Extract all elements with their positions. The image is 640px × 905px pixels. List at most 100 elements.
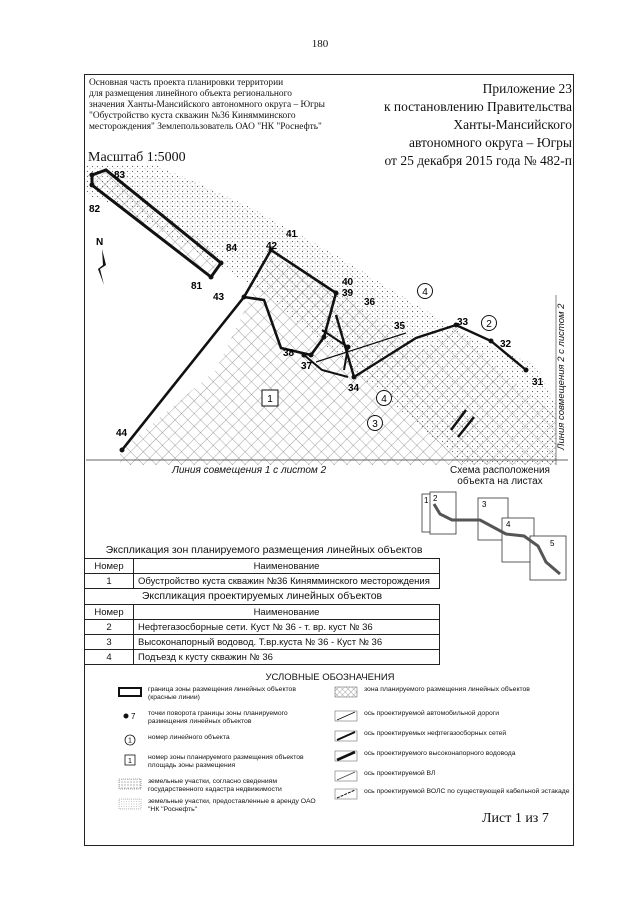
scheme-sheet-number: 4: [506, 520, 511, 529]
point-label: 36: [364, 297, 376, 308]
planned-zone-area: [86, 170, 221, 275]
legend-text: земельные участки, предоставленные в аре…: [148, 798, 316, 813]
legend-text: ось проектируемой автомобильной дороги: [364, 710, 500, 717]
legend-item: земельные участки, предоставленные в аре…: [118, 798, 318, 814]
zone-number: 1: [267, 394, 273, 405]
road-symbol: [334, 710, 358, 722]
point-label: 40: [342, 277, 354, 288]
legend-text: ось проектируемых нефтегазосборных сетей: [364, 730, 507, 737]
point-label: 41: [286, 229, 298, 240]
legend-text: ось проектируемого высоконапорного водов…: [364, 750, 516, 757]
legend-item: зона планируемого размещения линейных об…: [334, 686, 570, 698]
fiber-symbol: [334, 788, 358, 800]
table-cell: Подъезд к кусту скважин № 36: [133, 649, 440, 665]
object-number: 4: [381, 394, 387, 405]
map-sheet-frame: [84, 74, 574, 846]
turn-point-symbol: 7: [123, 712, 136, 721]
point-label: 82: [89, 204, 101, 215]
legend-text: зона планируемого размещения линейных об…: [364, 686, 530, 693]
cadastre-symbol: [118, 778, 142, 790]
point-label: 43: [213, 292, 225, 303]
object-marker: 4: [417, 283, 433, 299]
legend-item: 7 точки поворота границы зоны планируемо…: [118, 710, 318, 726]
legend-text: точки поворота границы зоны планируемого…: [148, 710, 288, 725]
object-number: 4: [422, 287, 428, 298]
legend-text: номер линейного объекта: [148, 734, 230, 741]
point-label: 31: [532, 377, 544, 388]
column-header: Наименование: [133, 604, 440, 620]
zone-number-symbol: 1: [124, 754, 136, 766]
map-scale: Масштаб 1:5000: [88, 150, 186, 165]
table-row: 1 Обустройство куста скважин №36 Кинямми…: [84, 573, 440, 589]
object-marker: 3: [367, 415, 383, 431]
column-header: Номер: [84, 558, 134, 574]
power-line-symbol: [334, 770, 358, 782]
legend-text: земельные участки, согласно сведениям го…: [148, 778, 282, 793]
legend-title: УСЛОВНЫЕ ОБОЗНАЧЕНИЯ: [265, 672, 395, 683]
point-label: 81: [191, 281, 203, 292]
point-label: 38: [283, 348, 295, 359]
zone-number-marker: 1: [261, 389, 279, 407]
appendix-line: к постановлению Правительства: [383, 99, 572, 114]
scheme-title: Схема расположения объекта на листах: [450, 465, 550, 487]
zones-table-title: Экспликация зон планируемого размещения …: [105, 544, 423, 556]
objects-table: Номер Наименование 2 Нефтегазосборные се…: [84, 604, 440, 665]
legend-item: 1 номер линейного объекта: [118, 734, 318, 746]
zone-number-sample: 1: [128, 758, 132, 765]
table-header-row: Номер Наименование: [84, 604, 440, 620]
table-cell: Высоконапорный водовод. Т.вр.куста № 36 …: [133, 634, 440, 650]
scheme-sheet-number: 1: [424, 496, 429, 505]
point-label: 83: [114, 170, 126, 181]
legend-item: ось проектируемой ВЛ: [334, 770, 570, 782]
zone-boundary: [334, 314, 527, 379]
scheme-sheet-number: 5: [550, 539, 555, 548]
legend-text: ось проектируемой ВЛ: [364, 770, 436, 777]
planned-zone-area: [120, 255, 556, 465]
legend-text: ось проектируемой ВОЛС по существующей к…: [364, 788, 570, 795]
water-symbol: [334, 750, 358, 762]
object-number: 2: [486, 319, 492, 330]
project-line: Основная часть проекта планировки террит…: [89, 78, 284, 88]
appendix-header: Приложение 23 к постановлению Правительс…: [340, 80, 572, 170]
project-line: "Обустройство куста скважин №36 Киняммин…: [89, 111, 296, 121]
project-description: Основная часть проекта планировки террит…: [89, 78, 339, 133]
pipeline-axis: [450, 409, 467, 431]
legend-item: граница зоны размещения линейных объекто…: [118, 686, 318, 702]
point-label: 42: [266, 241, 278, 252]
legend-item: ось проектируемой автомобильной дороги: [334, 710, 570, 722]
north-arrow-icon: [98, 249, 106, 285]
legend-item: ось проектируемых нефтегазосборных сетей: [334, 730, 570, 742]
oil-gas-symbol: [334, 730, 358, 742]
legend-text: номер зоны планируемого размещения объек…: [148, 754, 304, 769]
appendix-line: Ханты-Мансийского: [453, 117, 572, 132]
appendix-line: от 25 декабря 2015 года № 482-п: [384, 153, 572, 168]
appendix-line: Приложение 23: [482, 81, 572, 96]
planning-map: 83 82 84 81 41 42 43 40 39 36 35 38 37 3…: [86, 165, 568, 465]
combine-line-2-label: Линия совмещения 2 с листом 2: [556, 303, 567, 450]
legend: граница зоны размещения линейных объекто…: [88, 684, 572, 814]
table-header-row: Номер Наименование: [84, 558, 440, 574]
table-row: 4 Подъезд к кусту скважин № 36: [84, 649, 440, 665]
pipeline-axis: [457, 416, 475, 438]
object-marker: 2: [481, 315, 497, 331]
legend-item: ось проектируемого высоконапорного водов…: [334, 750, 570, 762]
zone-area-symbol: [334, 686, 358, 698]
point-label: 39: [342, 288, 354, 299]
point-label: 32: [500, 339, 512, 350]
point-label: 33: [457, 317, 469, 328]
legend-item: ось проектируемой ВОЛС по существующей к…: [334, 788, 570, 800]
appendix-line: автономного округа – Югры: [409, 135, 572, 150]
point-label: 34: [348, 383, 360, 394]
north-arrow-label: N: [96, 237, 103, 248]
turn-point-sample: 7: [131, 712, 136, 721]
point-label: 37: [301, 361, 313, 372]
sheet-number: Лист 1 из 7: [482, 811, 549, 826]
project-line: для размещения линейного объекта региона…: [89, 89, 292, 99]
point-label: 44: [116, 428, 128, 439]
table-row: 2 Нефтегазосборные сети. Куст № 36 - т. …: [84, 619, 440, 635]
table-cell: 4: [84, 649, 134, 665]
table-cell: 3: [84, 634, 134, 650]
table-cell: 2: [84, 619, 134, 635]
column-header: Номер: [84, 604, 134, 620]
scheme-sheet-number: 2: [433, 494, 438, 503]
